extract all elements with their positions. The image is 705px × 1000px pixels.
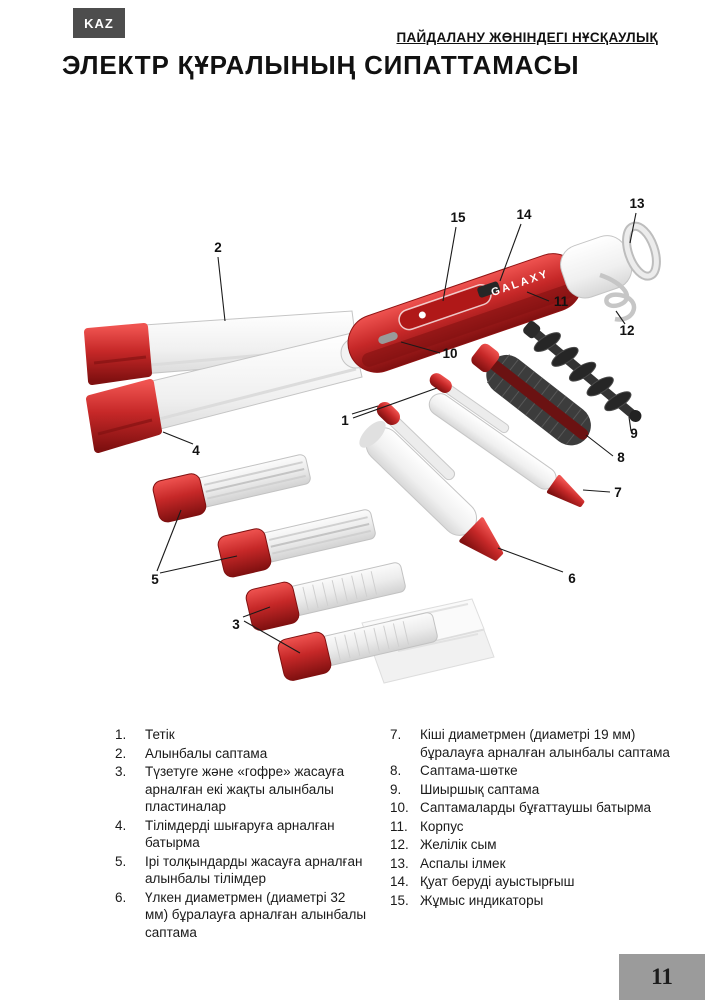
parts-list-left: 1. Тетік 2. Алынбалы саптама 3. Түзетуге… — [115, 726, 367, 942]
part-label: Кіші диаметрмен (диаметрі 19 мм) бұралау… — [420, 727, 670, 760]
power-indicator — [418, 311, 426, 319]
part-number: 12. — [390, 837, 409, 852]
part-item-13: 13. Аспалы ілмек — [390, 855, 670, 873]
callout-2: 2 — [214, 240, 222, 255]
callout-numbers: 1 2 3 4 5 6 7 8 9 10 11 12 13 14 15 — [151, 196, 645, 632]
brush-attachment — [471, 343, 591, 446]
part-item-6: 6. Үлкен диаметрмен (диаметрі 32 мм) бұр… — [115, 889, 367, 942]
callout-14: 14 — [516, 207, 532, 222]
part-label: Желілік сым — [420, 837, 497, 852]
part-label: Ірі толқындарды жасауға арналған алынбал… — [145, 853, 363, 887]
part-number: 11. — [390, 818, 408, 834]
part-number: 4. — [115, 817, 127, 833]
part-number: 8. — [390, 763, 402, 778]
part-label: Үлкен диаметрмен (диаметрі 32 мм) бұрала… — [145, 889, 367, 940]
part-label: Корпус — [420, 818, 464, 834]
part-label: Аспалы ілмек — [420, 855, 506, 871]
part-number: 1. — [115, 727, 127, 742]
callout-1: 1 — [341, 413, 349, 428]
part-number: 10. — [390, 800, 409, 815]
part-label: Тетік — [145, 727, 175, 742]
part-label: Саптама-шөтке — [420, 763, 518, 778]
part-number: 5. — [115, 853, 127, 869]
product-diagram: GALAXY — [84, 196, 661, 684]
part-number: 14. — [390, 874, 409, 889]
part-item-9: 9. Шиыршық саптама — [390, 781, 670, 799]
curling-barrel-small — [428, 373, 585, 507]
callout-7: 7 — [614, 485, 622, 500]
page-number-box: 11 — [619, 954, 705, 1000]
parts-list-right: 7. Кіші диаметрмен (диаметрі 19 мм) бұра… — [390, 726, 670, 910]
part-item-4: 4. Тілімдерді шығаруға арналған батырма — [115, 817, 367, 852]
part-label: Шиыршық саптама — [420, 781, 540, 797]
callout-12: 12 — [619, 323, 634, 338]
part-number: 9. — [390, 781, 402, 797]
curling-barrel-large — [359, 402, 504, 561]
callout-4: 4 — [192, 443, 200, 458]
part-item-2: 2. Алынбалы саптама — [115, 745, 367, 763]
callout-13: 13 — [629, 196, 645, 211]
part-label: Алынбалы саптама — [145, 745, 268, 761]
manual-header-title: ПАЙДАЛАНУ ЖӨНІНДЕГІ НҰСҚАУЛЫҚ — [396, 30, 658, 45]
callout-8: 8 — [617, 450, 625, 465]
part-number: 6. — [115, 889, 127, 905]
part-number: 3. — [115, 764, 127, 779]
page-title: ЭЛЕКТР ҚҰРАЛЫНЫҢ СИПАТТАМАСЫ — [62, 50, 580, 80]
part-label: Қуат беруді ауыстырғыш — [420, 874, 575, 889]
callout-9: 9 — [630, 426, 638, 441]
part-item-5: 5. Ірі толқындарды жасауға арналған алын… — [115, 853, 367, 888]
page-number: 11 — [651, 964, 673, 989]
part-number: 15. — [390, 892, 409, 908]
power-cord — [599, 272, 637, 322]
callout-6: 6 — [568, 571, 576, 586]
power-switch — [477, 281, 501, 298]
part-item-10: 10. Саптамаларды бұғаттаушы батырма — [390, 799, 670, 817]
part-number: 13. — [390, 855, 409, 871]
lock-button — [378, 332, 398, 344]
language-badge: KAZ — [73, 8, 125, 38]
part-label: Саптамаларды бұғаттаушы батырма — [420, 800, 652, 815]
part-item-8: 8. Саптама-шөтке — [390, 762, 670, 780]
device-housing: GALAXY — [347, 253, 583, 373]
leader-lines — [156, 212, 637, 654]
part-label: Түзетуге және «гофре» жасауға арналған е… — [145, 764, 345, 814]
crimp-plates — [245, 562, 495, 684]
callout-15: 15 — [450, 210, 466, 225]
part-label: Тілімдерді шығаруға арналған батырма — [145, 817, 335, 851]
part-item-14: 14. Қуат беруді ауыстырғыш — [390, 873, 670, 891]
part-item-7: 7. Кіші диаметрмен (диаметрі 19 мм) бұра… — [390, 726, 670, 761]
callout-11: 11 — [554, 294, 569, 309]
part-item-15: 15. Жұмыс индикаторы — [390, 892, 670, 910]
callout-10: 10 — [442, 346, 457, 361]
spiral-attachment — [523, 321, 642, 423]
callout-3: 3 — [232, 617, 240, 632]
part-label: Жұмыс индикаторы — [420, 892, 544, 908]
lower-arm — [86, 332, 363, 453]
wave-plates — [152, 454, 376, 578]
callout-5: 5 — [151, 572, 159, 587]
part-item-3: 3. Түзетуге және «гофре» жасауға арналға… — [115, 763, 367, 816]
part-item-1: 1. Тетік — [115, 726, 367, 744]
part-item-12: 12. Желілік сым — [390, 836, 670, 854]
part-item-11: 11. Корпус — [390, 818, 670, 836]
part-number: 7. — [390, 727, 402, 742]
part-number: 2. — [115, 745, 127, 761]
